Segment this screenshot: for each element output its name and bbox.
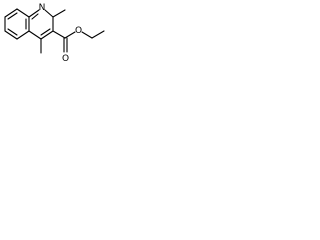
- double-bond-inner: [40, 28, 51, 36]
- bond: [52, 30, 66, 39]
- bond: [81, 31, 93, 39]
- bond: [64, 31, 76, 39]
- chemical-structure-diagram: N O O: [4, 3, 105, 64]
- double-bond-inner: [7, 12, 18, 20]
- double-bond-inner: [7, 28, 18, 36]
- ester-oxygen-label: O: [75, 26, 82, 36]
- bond: [91, 30, 105, 39]
- ester-group: [52, 30, 105, 53]
- carbonyl-oxygen-label: O: [62, 54, 69, 64]
- double-bond-inner: [31, 13, 39, 20]
- bond: [28, 30, 42, 40]
- bond: [16, 8, 30, 18]
- bond: [16, 30, 30, 40]
- bond: [28, 9, 40, 18]
- benzene-ring: [4, 8, 30, 40]
- bond: [44, 9, 54, 18]
- methyl-bond-c2: [52, 9, 66, 18]
- bond: [4, 8, 18, 18]
- nitrogen-atom-label: N: [39, 3, 46, 13]
- bond: [4, 30, 18, 40]
- pyridine-ring: [28, 9, 54, 40]
- bond: [40, 30, 54, 40]
